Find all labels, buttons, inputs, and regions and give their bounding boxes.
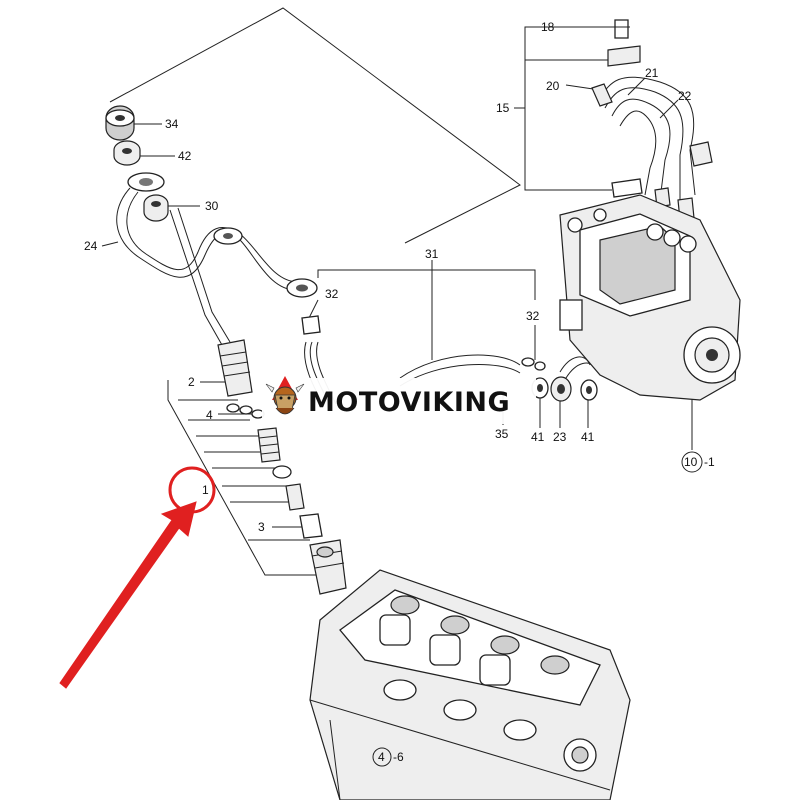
callout-23: 23 bbox=[553, 430, 567, 444]
callout-34: 34 bbox=[165, 117, 179, 131]
callout-24: 24 bbox=[84, 239, 98, 253]
washers-row bbox=[531, 376, 598, 402]
callout-1: 1 bbox=[202, 483, 209, 497]
callout-18: 18 bbox=[541, 20, 555, 34]
callout-35: 35 bbox=[495, 427, 509, 441]
callout-22: 22 bbox=[678, 89, 692, 103]
callout-15: 15 bbox=[496, 101, 510, 115]
cylinder-head bbox=[309, 569, 631, 800]
callout-41-right: 41 bbox=[581, 430, 595, 444]
callout-20: 20 bbox=[546, 79, 560, 93]
highlight-arrow bbox=[59, 501, 197, 689]
injector-stack bbox=[217, 339, 347, 595]
callout-4-suffix: -6 bbox=[393, 750, 404, 764]
highlight-annotation bbox=[59, 466, 216, 689]
delivery-pipe-group bbox=[591, 19, 713, 221]
callout-30: 30 bbox=[205, 199, 219, 213]
viking-logo-icon bbox=[265, 376, 305, 415]
callout-4-cylinder-head: 4 bbox=[378, 750, 385, 764]
callout-31: 31 bbox=[425, 247, 439, 261]
brand-watermark: MOTOVIKING bbox=[262, 376, 536, 424]
callout-21: 21 bbox=[645, 66, 659, 80]
callout-10: 10 bbox=[684, 455, 698, 469]
injection-pipe-assembly bbox=[105, 105, 318, 346]
callout-32-left: 32 bbox=[325, 287, 339, 301]
callout-4: 4 bbox=[206, 408, 213, 422]
callout-10-suffix: -1 bbox=[704, 455, 715, 469]
callout-2: 2 bbox=[188, 375, 195, 389]
callout-32-right: 32 bbox=[526, 309, 540, 323]
injection-pump bbox=[559, 194, 741, 401]
callout-3: 3 bbox=[258, 520, 265, 534]
callout-41-left: 41 bbox=[531, 430, 545, 444]
callout-42: 42 bbox=[178, 149, 192, 163]
brand-name: MOTOVIKING bbox=[308, 387, 510, 418]
callout-labels: 34 42 30 24 18 20 21 22 15 31 32 32 2 4 … bbox=[84, 20, 715, 767]
